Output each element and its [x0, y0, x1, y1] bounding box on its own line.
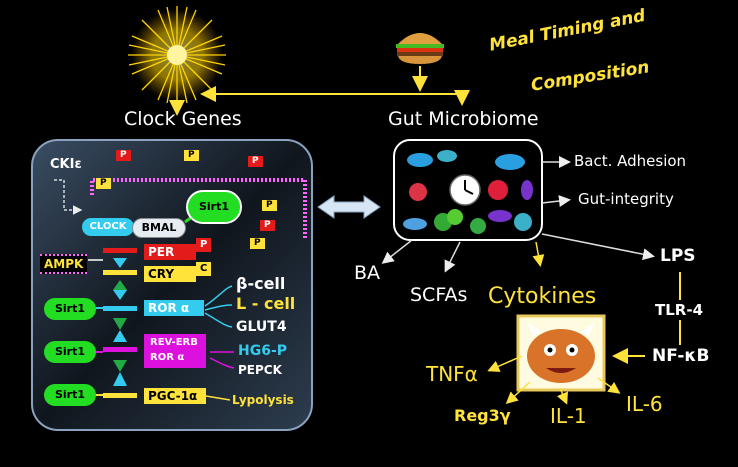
phosphate-tag: P [96, 178, 111, 189]
ba-label: BA [354, 262, 381, 284]
l-cell-label: L - cell [236, 294, 296, 313]
ckie-label: CKIε [50, 157, 82, 172]
nfkb-label: NF-κB [652, 346, 710, 366]
cry-c-tag: C [196, 262, 212, 276]
rev-ror-label: ROR α [150, 352, 185, 363]
rev-erb-node: REV-ERB ROR α [144, 334, 206, 368]
ror-node: ROR α [144, 300, 204, 316]
glut4-label: GLUT4 [236, 319, 287, 335]
per-node: PER [144, 244, 196, 260]
sirt1-node: Sirt1 [44, 341, 96, 363]
burger-icon [396, 33, 444, 64]
sirt1-node: Sirt1 [44, 298, 96, 320]
phosphate-tag: P [260, 220, 275, 231]
per-phosphate-tag: P [196, 238, 212, 252]
sirt1-node: Sirt1 [44, 384, 96, 406]
lypolysis-label: Lypolysis [232, 393, 294, 407]
phosphate-tag: P [116, 150, 131, 161]
clock-node: CLOCK [82, 218, 134, 236]
double-arrow-icon [317, 195, 381, 219]
sirt1-node: Sirt1 [186, 190, 242, 224]
sun-icon [128, 6, 226, 104]
tnfa-label: TNFα [426, 362, 478, 386]
clock-genes-label: Clock Genes [124, 108, 242, 130]
clock-gene-stack [103, 248, 137, 398]
hg6p-label: HG6-P [238, 343, 288, 359]
microbe-icon [403, 150, 533, 234]
pepck-label: PEPCK [238, 363, 282, 377]
gut-integrity-label: Gut-integrity [578, 190, 674, 208]
phosphate-tag: P [184, 150, 199, 161]
clock-genes-panel [31, 139, 313, 431]
scfas-label: SCFAs [410, 284, 468, 306]
beta-cell-label: β-cell [236, 274, 286, 293]
tlr4-label: TLR-4 [655, 301, 704, 319]
rev-erb-label: REV-ERB [150, 337, 198, 348]
bmal-node: BMAL [132, 218, 186, 238]
phosphate-tag: P [248, 156, 263, 167]
reg3g-label: Reg3γ [454, 406, 511, 425]
il6-label: IL-6 [626, 392, 663, 416]
phosphate-tag: P [262, 200, 277, 211]
lps-label: LPS [660, 246, 696, 266]
ampk-label: AMPK [40, 254, 88, 274]
cry-node: CRY [144, 266, 196, 282]
pgc-node: PGC-1α [144, 388, 206, 404]
il1-label: IL-1 [550, 404, 587, 428]
gut-microbiome-label: Gut Microbiome [388, 108, 539, 130]
cytokine-monster-icon [527, 322, 595, 383]
bact-adhesion-label: Bact. Adhesion [574, 152, 687, 170]
clock-icon [449, 174, 481, 206]
phosphate-tag: P [250, 238, 265, 249]
cytokines-label: Cytokines [488, 284, 597, 309]
